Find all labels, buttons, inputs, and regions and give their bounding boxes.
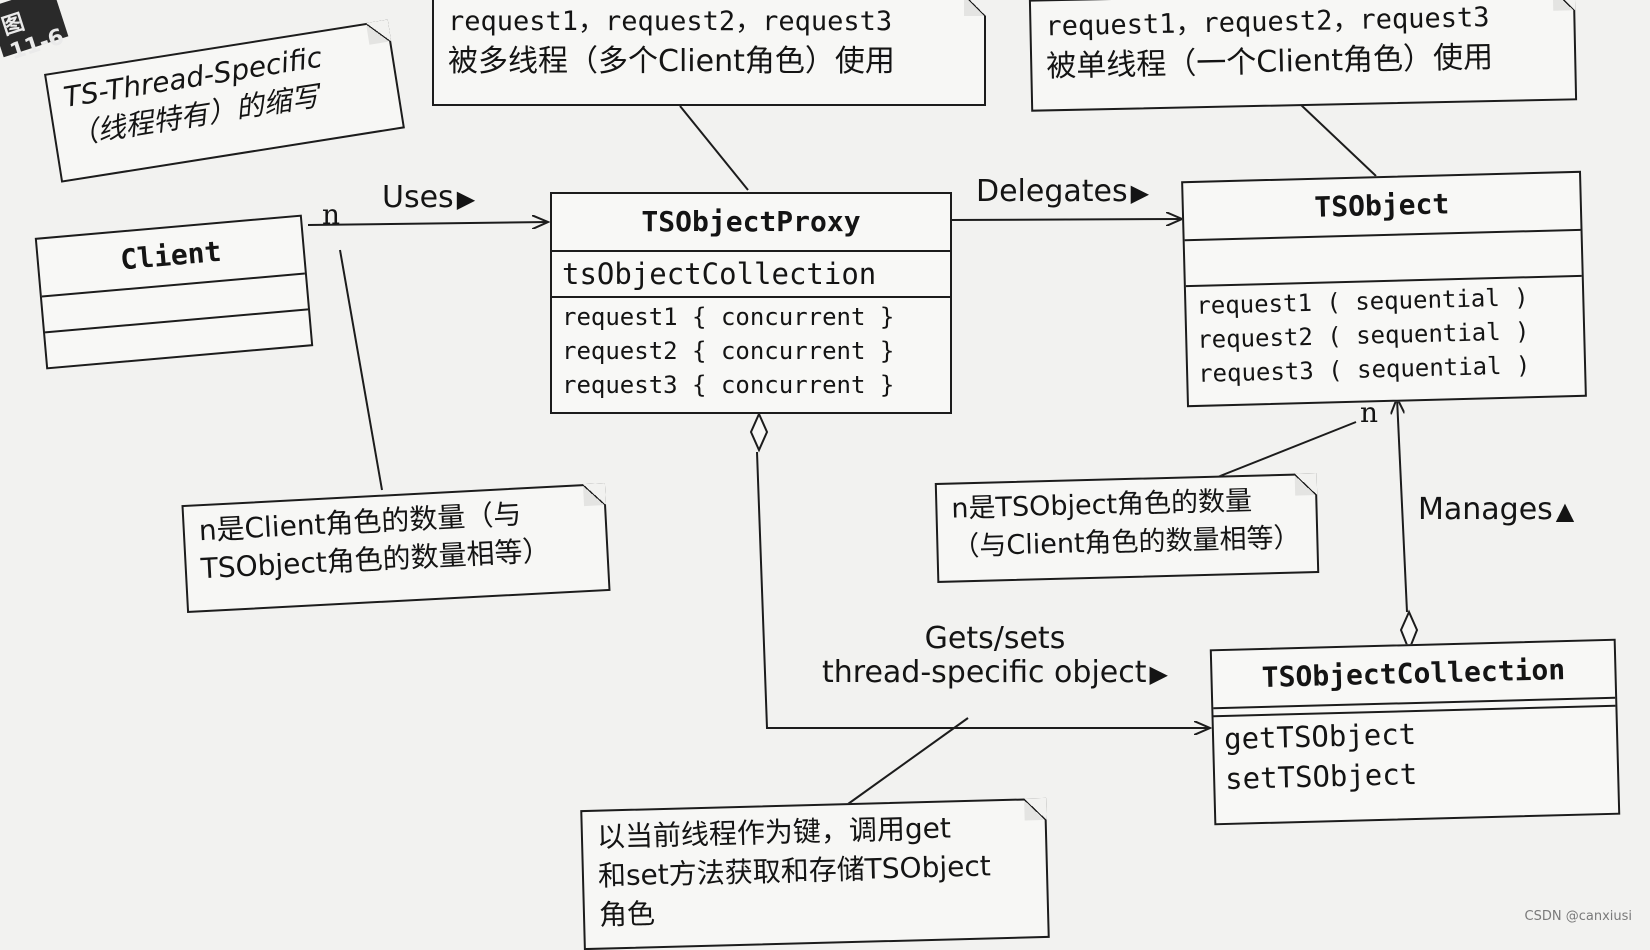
class-collection-methods: getTSObject setTSObject [1214, 707, 1618, 801]
method-request2: request2 { concurrent } [562, 337, 895, 365]
right-triangle-icon: ▶ [1130, 179, 1150, 207]
proxy-aggregation-diamond [749, 411, 769, 453]
field-ts-object-collection: tsObjectCollection [562, 257, 877, 291]
class-client: Client [34, 214, 314, 370]
tsobject-multiplicity: n [1360, 396, 1379, 429]
delegates-label: Delegates▶ [976, 174, 1149, 209]
class-proxy-fields: tsObjectCollection [552, 252, 950, 298]
method-set-ts-object: setTSObject [1224, 756, 1418, 796]
right-triangle-icon: ▶ [456, 185, 476, 213]
uml-diagram: 图11-6 TS-Thread-Specific （线程特有）的缩写 reque… [0, 0, 1650, 930]
uses-association [307, 222, 548, 225]
note-current-thread-key: 以当前线程作为键，调用get 和set方法获取和存储TSObject 角色 [580, 797, 1050, 950]
connector-lines [307, 103, 1419, 805]
uses-label: Uses▶ [382, 180, 475, 215]
class-tsobject-proxy: TSObjectProxy tsObjectCollection request… [550, 192, 952, 414]
manages-association [1397, 398, 1408, 613]
note-anchor-tsobject-count [1209, 421, 1357, 481]
method-request1: request1 { concurrent } [562, 303, 895, 331]
class-tsobject-methods: request1 ( sequential ) request2 ( seque… [1186, 277, 1585, 393]
gets-sets-line2: thread-specific object [822, 655, 1147, 690]
method-request3: request3 { concurrent } [562, 371, 895, 399]
delegates-text: Delegates [976, 174, 1128, 209]
note-line: （与Client角色的数量相等） [952, 522, 1301, 563]
right-triangle-icon: ▶ [1149, 660, 1168, 688]
class-tsobject-name: TSObject [1183, 172, 1581, 242]
gets-sets-line1: Gets/sets [924, 621, 1066, 656]
note-tsobject-singlethread: request1，request2，request3 被单线程（一个Client… [1028, 0, 1578, 112]
class-collection-name: TSObjectCollection [1211, 640, 1616, 710]
delegates-association [950, 219, 1182, 220]
note-anchor-client-count [339, 249, 383, 491]
watermark: CSDN @canxiusi [1524, 909, 1632, 924]
up-triangle-icon: ▲ [1555, 497, 1575, 525]
note-anchor-tsobject [1299, 103, 1377, 177]
client-multiplicity: n [322, 198, 341, 231]
gets-sets-association [756, 451, 1210, 728]
note-line: request1，request2，request3 [448, 6, 893, 37]
uses-text: Uses [382, 180, 454, 215]
class-tsobject: TSObject request1 ( sequential ) request… [1181, 170, 1587, 408]
note-proxy-multithread: request1，request2，request3 被多线程（多个Client… [432, 0, 986, 106]
gets-sets-label: Gets/sets thread-specific object▶ [822, 622, 1168, 691]
note-anchor-key [847, 717, 969, 805]
class-proxy-methods: request1 { concurrent } request2 { concu… [552, 298, 950, 404]
class-tsobject-collection: TSObjectCollection getTSObject setTSObje… [1209, 638, 1621, 826]
manages-label: Manages▲ [1418, 492, 1574, 527]
note-tsobject-count: n是TSObject角色的数量 （与Client角色的数量相等） [934, 473, 1320, 583]
manages-text: Manages [1418, 492, 1553, 527]
figure-corner-label: 图11-6 [0, 0, 69, 65]
note-client-count: n是Client角色的数量（与 TSObject角色的数量相等） [181, 482, 611, 614]
class-proxy-name: TSObjectProxy [552, 194, 950, 252]
note-line: 被多线程（多个Client角色）使用 [448, 44, 895, 79]
note-anchor-proxy [679, 105, 749, 191]
